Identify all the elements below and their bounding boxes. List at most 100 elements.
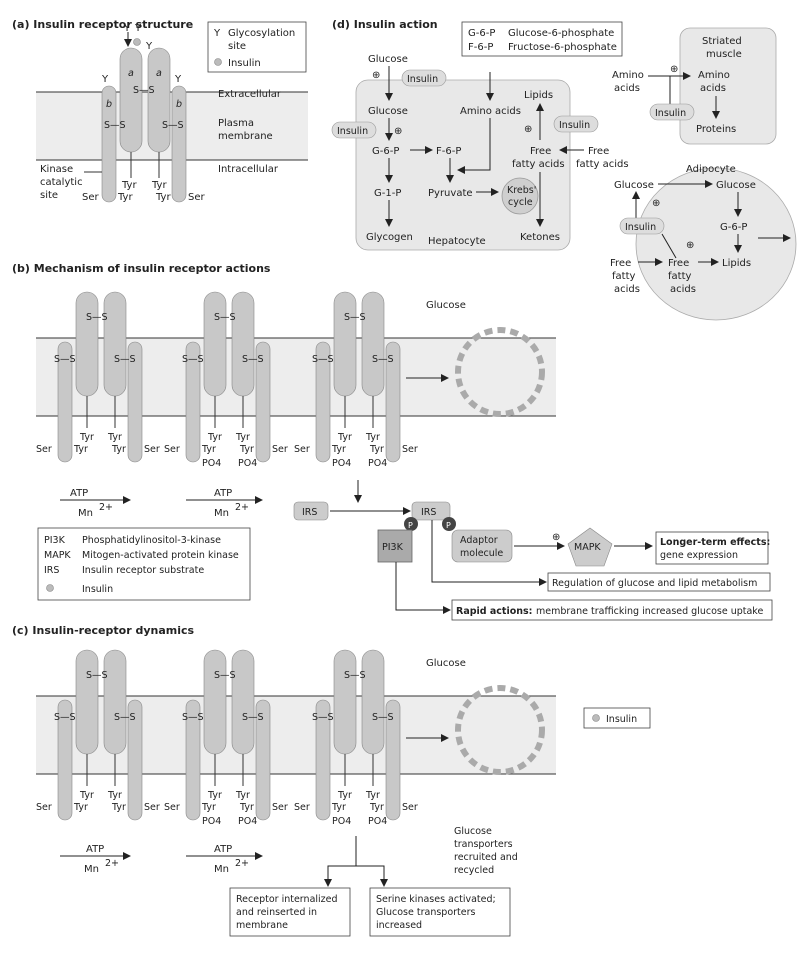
ffa-ext-1: Free <box>588 146 609 157</box>
ss-bond-c3-l: S—S <box>312 712 334 723</box>
adi-free-ext-1: Free <box>610 258 631 269</box>
transporters-label-1: Glucose <box>454 826 492 837</box>
serine-label-1: Serine kinases activated; <box>376 894 496 905</box>
arrow-pi3k-rapid <box>395 562 451 614</box>
plus-6: ⊕ <box>686 240 694 251</box>
beta-subunit-b1-r <box>127 341 143 463</box>
transporters-label-2: transporters <box>454 839 513 850</box>
rapid-bold: Rapid actions: <box>456 606 532 617</box>
striated-label-2: muscle <box>706 49 742 60</box>
alpha-subunit-b1-r <box>103 291 127 397</box>
kinase-label-2: catalytic <box>40 177 83 188</box>
ss-bond-alpha: S—S <box>133 85 155 96</box>
irs-box-inactive <box>293 501 329 521</box>
po4-b3-l: PO4 <box>332 458 351 469</box>
alpha-subunit-c2-l <box>203 649 227 755</box>
beta-subunit-c1-r <box>127 699 143 821</box>
atp-label-c2: ATP <box>214 844 232 855</box>
plus-4: ⊕ <box>670 64 678 75</box>
ss-bond-c1-a: S—S <box>86 670 108 681</box>
adi-lipids: Lipids <box>722 258 751 269</box>
adaptor-label-1: Adaptor <box>460 535 498 546</box>
kinase-label-1: Kinase <box>40 164 73 175</box>
ss-bond-b1-a: S—S <box>86 312 108 323</box>
g1p-label: G-1-P <box>374 188 401 199</box>
panel-a: (a) Insulin receptor structure Y Glycosy… <box>12 18 308 203</box>
po4-b3-r: PO4 <box>368 458 387 469</box>
glycosylation-label-1: Glycosylation <box>228 28 295 39</box>
glucose-label-b: Glucose <box>426 300 466 311</box>
alpha-subunit-b1-l <box>75 291 99 397</box>
glyco-site-5: Y <box>174 74 182 85</box>
tyr-c2-4: Tyr <box>239 802 254 813</box>
insulin-pill-hep-1-text: Insulin <box>407 74 438 85</box>
ss-bond-c1-l: S—S <box>54 712 76 723</box>
legend-val-2: Mitogen-activated protein kinase <box>82 550 239 561</box>
panel-d-title: (d) Insulin action <box>332 18 438 31</box>
po4-b2-r: PO4 <box>238 458 257 469</box>
ss-bond-b2-l: S—S <box>182 354 204 365</box>
alpha-label-left: a <box>128 68 134 79</box>
glyco-site-1: Y <box>123 23 131 34</box>
adipocyte-cell <box>635 167 797 321</box>
beta-subunit-b2-l <box>185 341 201 463</box>
insulin-pill-hep-2 <box>331 121 377 139</box>
adi-free-int-3: acids <box>670 284 696 295</box>
tyr-c3-2: Tyr <box>331 802 346 813</box>
alpha-subunit-left <box>119 47 143 153</box>
tyr-c1-3: Tyr <box>107 790 122 801</box>
mapk-label: MAPK <box>574 542 601 553</box>
ss-bond-b2-a: S—S <box>214 312 236 323</box>
transporters-label-3: recruited and <box>454 852 518 863</box>
legend-val-3: Insulin receptor substrate <box>82 565 204 576</box>
pyruvate-label: Pyruvate <box>428 188 473 199</box>
insulin-pill-hep-2-text: Insulin <box>337 126 368 137</box>
beta-subunit-b2-r <box>255 341 271 463</box>
proteins-label: Proteins <box>696 124 736 135</box>
atp-label-b1: ATP <box>70 488 88 499</box>
mn-sup-b1: 2+ <box>99 502 113 513</box>
ser-b3-l: Ser <box>294 444 310 455</box>
tyr-c1-1: Tyr <box>79 790 94 801</box>
glyco-site-3: Y <box>145 41 153 52</box>
insulin-legend-c-label: Insulin <box>606 714 637 725</box>
abbrev-f6p-key: F-6-P <box>468 42 493 53</box>
amino-ext-1: Amino <box>612 70 644 81</box>
longer-term-box <box>655 531 769 565</box>
adi-glucose-int: Glucose <box>716 180 756 191</box>
alpha-subunit-b2-l <box>203 291 227 397</box>
alpha-subunit-b3-l <box>333 291 357 397</box>
ser-b1-l: Ser <box>36 444 52 455</box>
alpha-subunit-b3-r <box>361 291 385 397</box>
plasma-label-1: Plasma <box>218 118 254 129</box>
mn-label-b2: Mn <box>214 508 229 519</box>
glyco-site-4: Y <box>101 74 109 85</box>
insulin-pill-hep-1 <box>401 69 447 87</box>
internalized-box <box>229 887 351 937</box>
tyr-b3-4: Tyr <box>369 444 384 455</box>
adaptor-label-2: molecule <box>460 548 503 559</box>
internalized-label-2: and reinserted in <box>236 907 317 918</box>
tyr-c3-4: Tyr <box>369 802 384 813</box>
insulin-legend-dot <box>214 58 222 66</box>
plus-b: ⊕ <box>552 532 560 543</box>
panel-b-legend-box <box>37 527 251 601</box>
insulin-adi-link-2 <box>661 233 677 259</box>
panel-a-legend-box <box>207 21 307 73</box>
plus-1: ⊕ <box>372 70 380 81</box>
ser-c1-l: Ser <box>36 802 52 813</box>
alpha-subunit-b2-r <box>231 291 255 397</box>
mn-label-c1: Mn <box>84 864 99 875</box>
alpha-subunit-c1-r <box>103 649 127 755</box>
insulin-pill-muscle-text: Insulin <box>655 108 686 119</box>
abbrev-f6p-val: Fructose-6-phosphate <box>508 42 617 53</box>
tyr-c1-2: Tyr <box>73 802 88 813</box>
ss-bond-b1-l: S—S <box>54 354 76 365</box>
irs-label-inactive: IRS <box>302 507 317 518</box>
abbrev-g6p-val: Glucose-6-phosphate <box>508 28 614 39</box>
legend-key-1: PI3K <box>44 535 66 546</box>
ser-c2-r: Ser <box>272 802 288 813</box>
beta-subunit-b3-l <box>315 341 331 463</box>
ser-c3-l: Ser <box>294 802 310 813</box>
